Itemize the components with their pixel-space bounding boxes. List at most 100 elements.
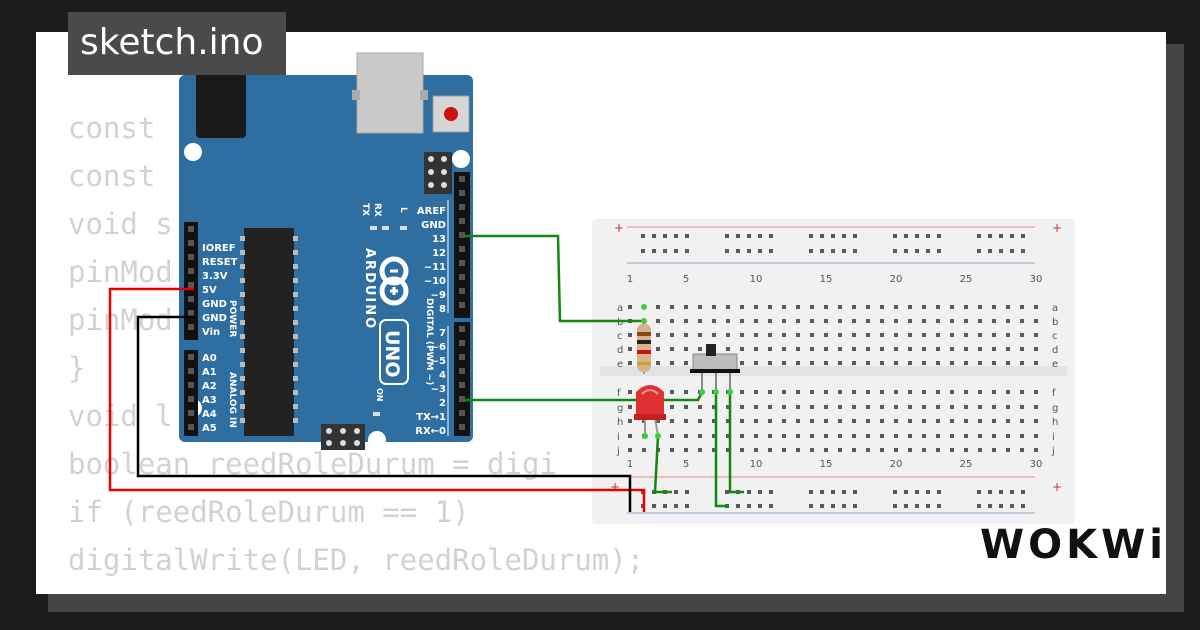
breadboard-row-letter: j xyxy=(1051,446,1055,457)
resistor xyxy=(637,324,651,372)
wire-gnd-rail xyxy=(136,315,632,512)
breadboard-col-number: 15 xyxy=(820,459,833,470)
power-pin-label: GND xyxy=(202,313,227,324)
breadboard-col-number: 1 xyxy=(627,459,633,470)
breadboard-row-letter: g xyxy=(1052,403,1058,414)
breadboard-col-number: 30 xyxy=(1030,274,1043,285)
analog-pin-label: A3 xyxy=(202,395,217,406)
digital-pin-label: ~5 xyxy=(431,356,446,367)
on-label: ON xyxy=(375,388,384,402)
digital-pin-label: ~6 xyxy=(431,342,446,353)
digital-pin-label: 13 xyxy=(432,234,446,245)
plus-label-bl: + xyxy=(610,480,620,494)
breadboard-row-letter: i xyxy=(1052,432,1055,443)
atmega-chip xyxy=(244,228,294,436)
arduino-logo-icon xyxy=(379,256,409,306)
digital-pin-label: AREF xyxy=(417,206,446,217)
code-line: void l xyxy=(68,399,173,433)
power-pin-label: IOREF xyxy=(202,243,236,254)
wire-switch-mid xyxy=(714,392,728,508)
tx-label: TX xyxy=(360,203,370,216)
breadboard-col-number: 1 xyxy=(627,274,633,285)
breadboard-row-letter: e xyxy=(1052,359,1058,370)
analog-header xyxy=(184,350,198,436)
power-header xyxy=(184,222,198,340)
breadboard-col-number: 20 xyxy=(890,274,903,285)
power-pin-label: RESET xyxy=(202,257,238,268)
breadboard-col-number: 20 xyxy=(890,459,903,470)
digital-pin-label: ~11 xyxy=(424,262,446,273)
power-pin-label: GND xyxy=(202,299,227,310)
l-label: L xyxy=(398,207,408,213)
digital-pin-label: RX←0 xyxy=(415,426,446,437)
digital-pin-label: 2 xyxy=(439,398,446,409)
analog-pin-label: A5 xyxy=(202,423,217,434)
breadboard-row-letter: d xyxy=(617,345,623,356)
analog-pin-label: A0 xyxy=(202,353,217,364)
plus-label-br: + xyxy=(1052,480,1062,494)
code-line: pinMod xyxy=(68,303,173,337)
code-line: digitalWrite(LED, reedRoleDurum); xyxy=(68,543,645,577)
wire-switch-right xyxy=(728,392,744,494)
digital-pin-label: ~3 xyxy=(431,384,446,395)
breadboard-row-letter: d xyxy=(1052,345,1058,356)
breadboard-row-letter: j xyxy=(616,446,620,457)
arduino-uno: ARDUINO UNO ON TX RX L POWER ANALOG IN D… xyxy=(179,52,473,450)
breadboard-col-number: 25 xyxy=(960,459,973,470)
digital-title: DIGITAL (PWM ~) xyxy=(424,298,434,385)
analog-title: ANALOG IN xyxy=(227,372,237,428)
code-line: void s xyxy=(68,207,173,241)
breadboard-row-letter: f xyxy=(617,388,621,399)
analog-pin-label: A2 xyxy=(202,381,217,392)
slide-switch[interactable] xyxy=(690,344,740,392)
plus-label-tl: + xyxy=(614,221,624,235)
digital-pin-label: TX→1 xyxy=(416,412,446,423)
breadboard-row-letter: a xyxy=(1052,303,1058,314)
digital-pin-label: ~9 xyxy=(431,290,446,301)
rx-label: RX xyxy=(372,203,382,217)
wokwi-logo: WOKWi xyxy=(980,522,1167,568)
power-pin-label: 3.3V xyxy=(202,271,228,282)
breadboard-col-number: 15 xyxy=(820,274,833,285)
digital-pin-label: ~10 xyxy=(424,276,446,287)
power-jack xyxy=(196,63,246,138)
analog-pin-label: A4 xyxy=(202,409,217,420)
breadboard-col-number: 25 xyxy=(960,274,973,285)
wire-led-cathode xyxy=(653,435,672,494)
breadboard-row-letter: c xyxy=(1052,331,1058,342)
power-pin-label: Vin xyxy=(202,327,220,338)
wire-pin13-resistor xyxy=(464,234,644,323)
breadboard-row-letter: e xyxy=(617,359,623,370)
breadboard-row-letter: b xyxy=(1052,317,1058,328)
digital-header-top xyxy=(454,172,470,318)
breadboard-row-letter: g xyxy=(617,403,623,414)
usb-port xyxy=(356,52,424,134)
digital-pin-label: GND xyxy=(421,220,446,231)
arduino-brand: ARDUINO xyxy=(362,248,377,330)
code-line: if (reedRoleDurum == 1) xyxy=(68,495,470,529)
breadboard-row-letter: f xyxy=(1052,388,1056,399)
breadboard-row-letter: b xyxy=(617,317,623,328)
breadboard-row-letter: c xyxy=(617,331,623,342)
breadboard-row-letter: h xyxy=(617,417,623,428)
digital-pin-label: 4 xyxy=(439,370,446,381)
digital-pin-label: 12 xyxy=(432,248,446,259)
breadboard-col-number: 5 xyxy=(683,274,689,285)
breadboard-col-number: 30 xyxy=(1030,459,1043,470)
power-pin-label: 5V xyxy=(202,285,217,296)
arduino-model: UNO xyxy=(381,330,403,377)
breadboard-col-number: 5 xyxy=(683,459,689,470)
breadboard-col-number: 10 xyxy=(750,274,763,285)
code-line: } xyxy=(68,351,86,385)
wire-5v-rail xyxy=(108,287,646,512)
analog-pin-label: A1 xyxy=(202,367,217,378)
digital-pin-label: 8 xyxy=(439,304,446,315)
code-line: el xyxy=(68,584,644,594)
filename-tab: sketch.ino xyxy=(68,12,286,75)
plus-label-tr: + xyxy=(1052,221,1062,235)
power-title: POWER xyxy=(227,300,237,337)
digital-header-bottom xyxy=(454,322,470,436)
digital-pin-label: 7 xyxy=(439,328,446,339)
